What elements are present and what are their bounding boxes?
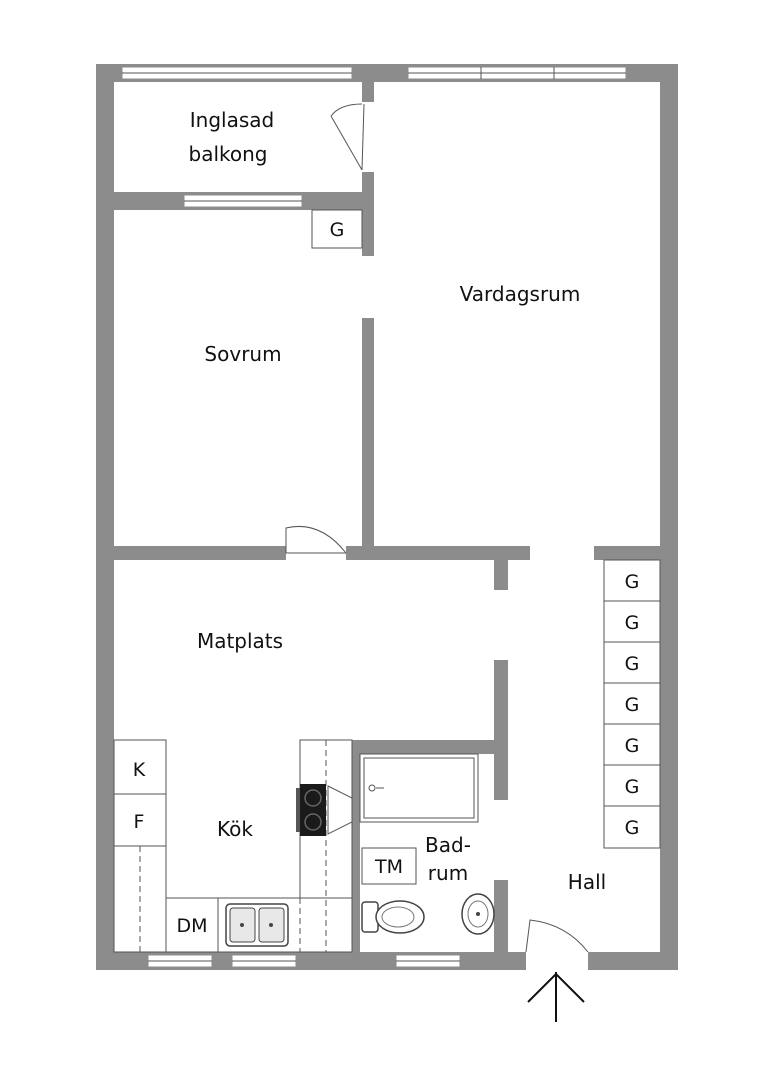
- doors: [285, 103, 589, 953]
- interior-walls: [114, 82, 660, 952]
- washer-label: TM: [374, 856, 403, 878]
- dishwasher-label: DM: [176, 915, 207, 937]
- wardrobe-label: G: [625, 776, 640, 798]
- entrance-arrow-icon: [527, 972, 585, 1022]
- dining-label: Matplats: [197, 629, 283, 653]
- wardrobe-label: G: [625, 817, 640, 839]
- stove-icon: [296, 784, 326, 836]
- room-labels: Inglasad balkong Vardagsrum Sovrum Matpl…: [189, 108, 607, 894]
- wardrobe-label: G: [625, 735, 640, 757]
- wardrobe-label: G: [625, 571, 640, 593]
- bedroom-label: Sovrum: [204, 342, 281, 366]
- bathroom-fixtures: TM: [359, 753, 495, 935]
- freezer-label: F: [134, 811, 145, 833]
- balcony-label-line1: Inglasad: [190, 108, 274, 132]
- fridge-label: K: [133, 759, 146, 781]
- toilet-icon: [361, 900, 425, 934]
- wardrobe-label: G: [625, 612, 640, 634]
- wardrobe-label: G: [625, 653, 640, 675]
- kitchen-label: Kök: [217, 817, 253, 841]
- wardrobe-label: G: [330, 219, 345, 241]
- sink-icon: [225, 903, 289, 947]
- range-hood: [327, 785, 353, 835]
- washbasin-icon: [461, 893, 495, 935]
- kitchen-fixtures: K F DM: [113, 739, 353, 953]
- balcony-label-line2: balkong: [189, 142, 268, 166]
- wardrobe-row: G G G G G G G: [603, 559, 661, 849]
- wardrobe-small: G: [311, 209, 363, 249]
- hall-label: Hall: [568, 870, 606, 894]
- bathroom-label-line2: rum: [428, 861, 468, 885]
- windows: [121, 66, 627, 970]
- bathroom-label-line1: Bad-: [425, 833, 471, 857]
- wardrobe-label: G: [625, 694, 640, 716]
- living-room-label: Vardagsrum: [460, 282, 581, 306]
